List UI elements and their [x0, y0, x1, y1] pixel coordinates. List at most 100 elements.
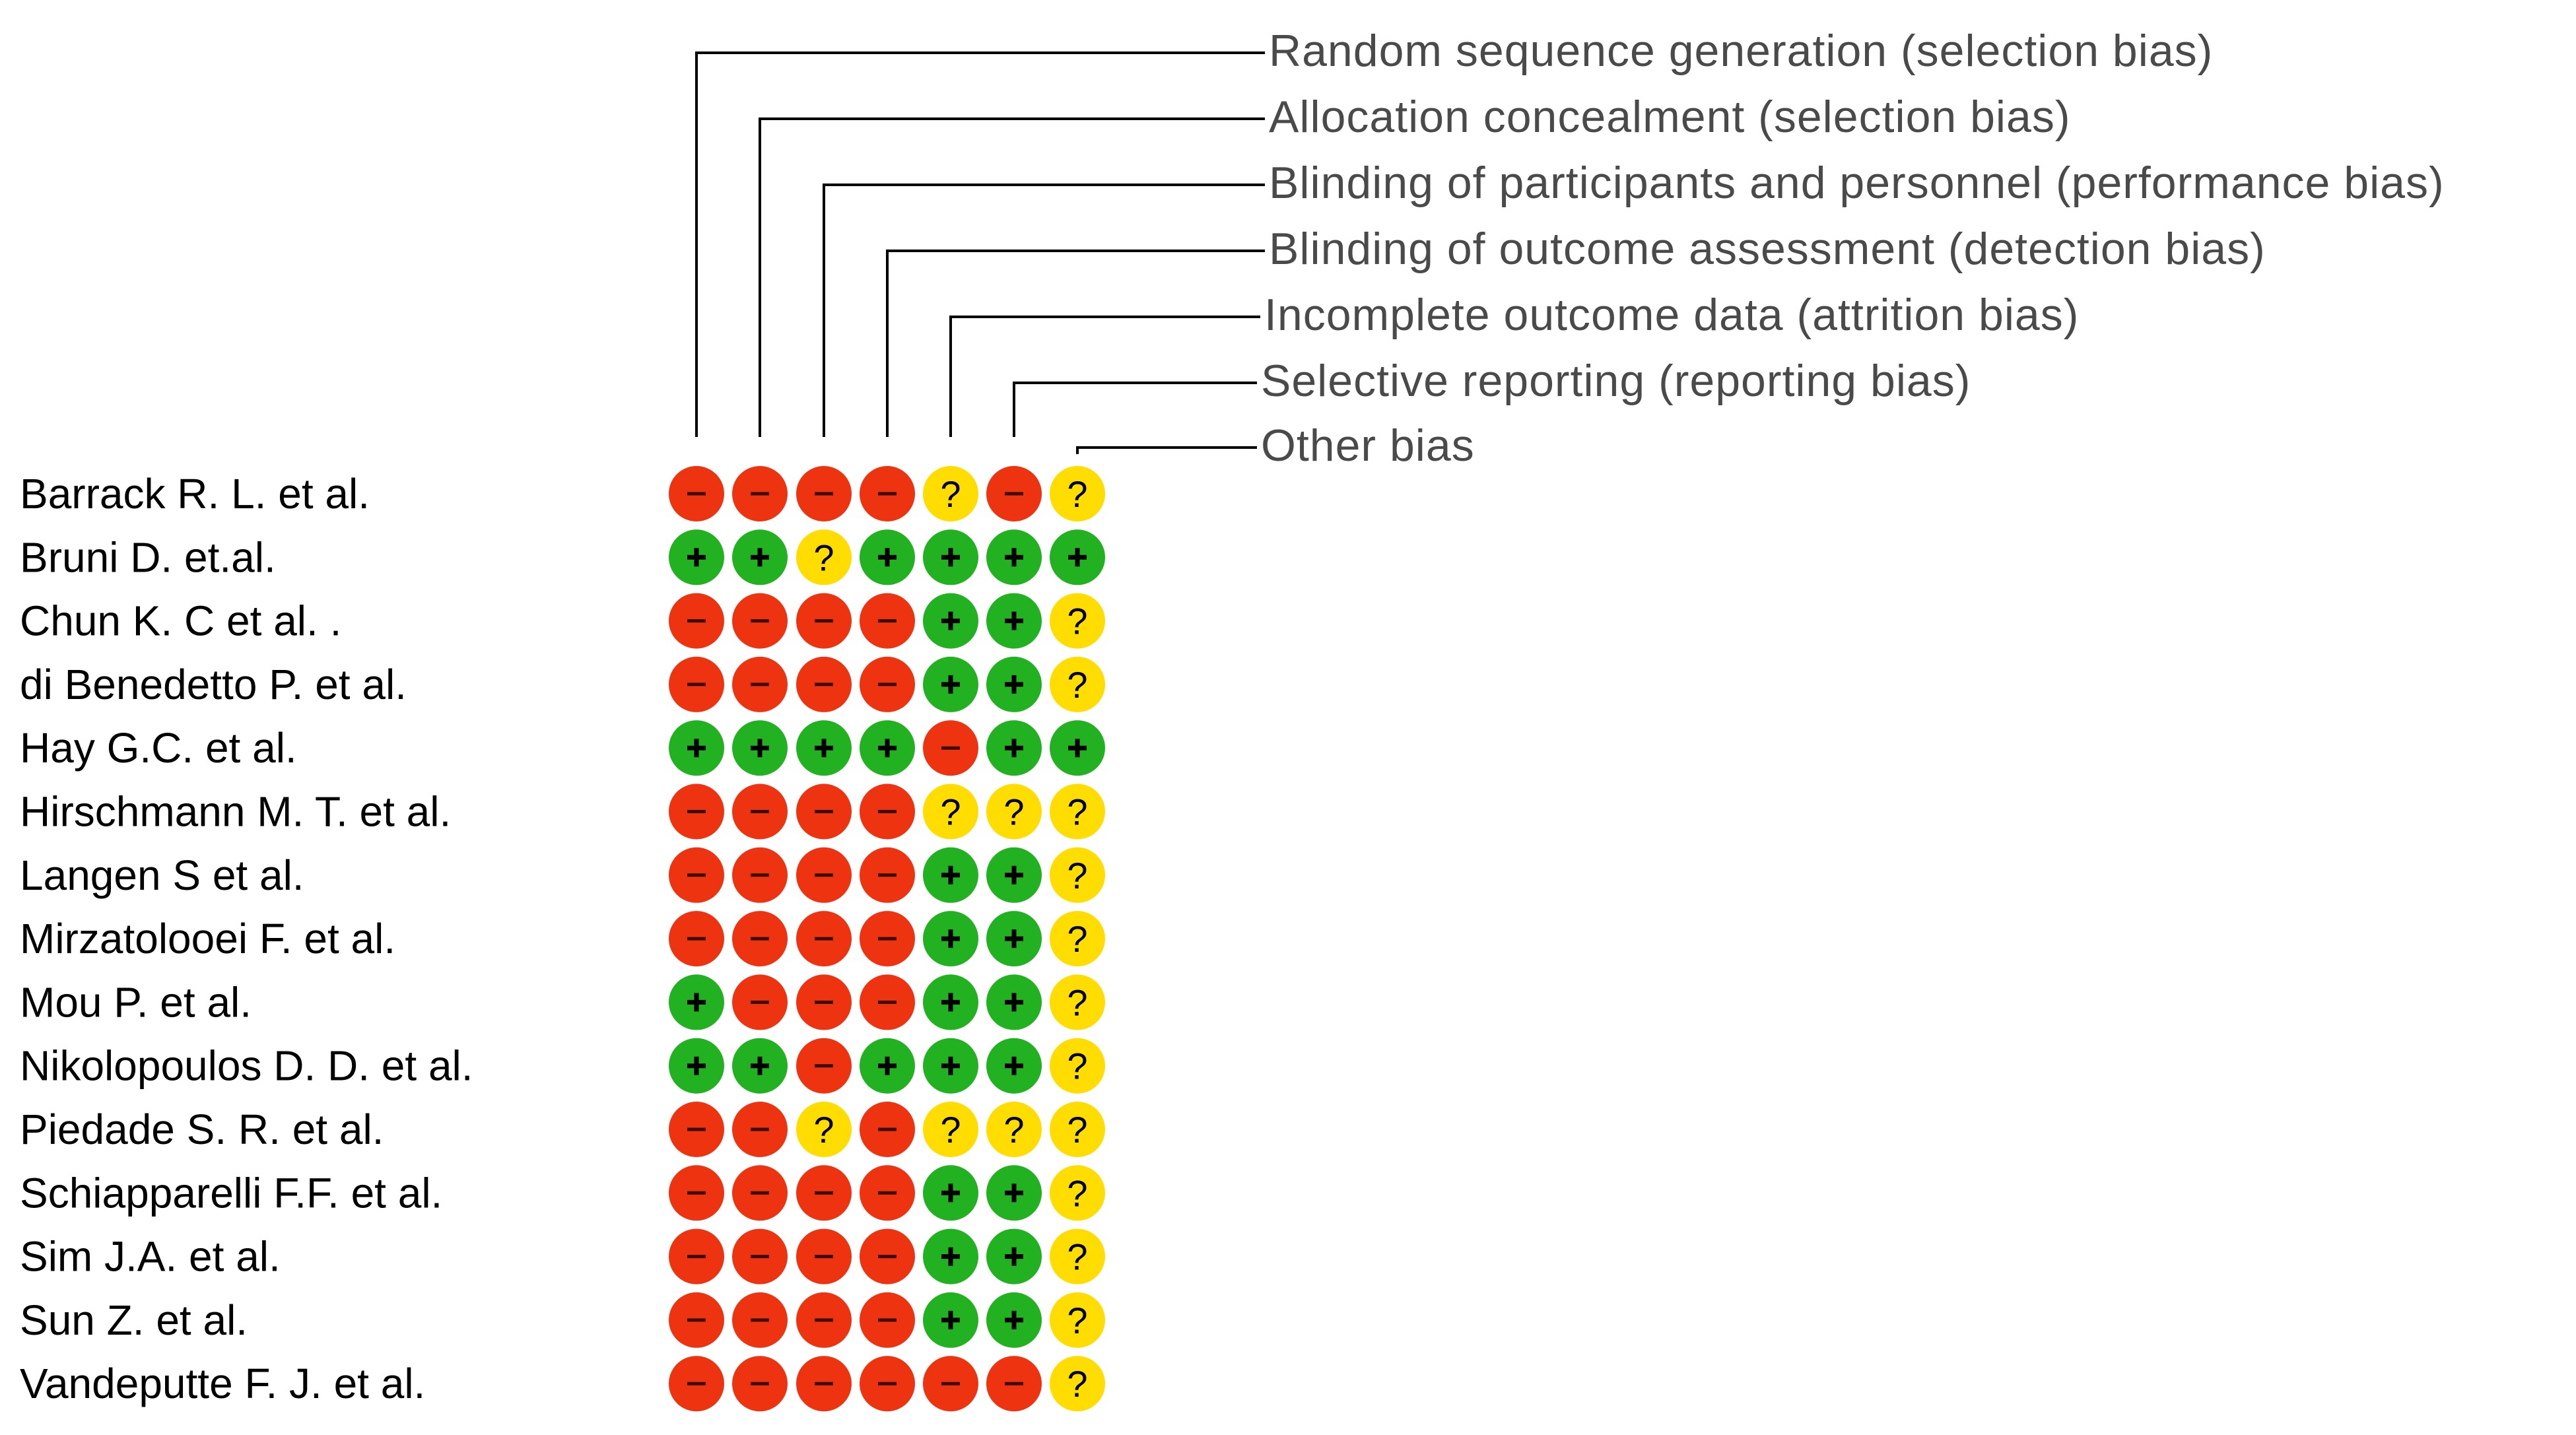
plus-symbol-13-5 [1005, 1310, 1023, 1329]
judgement-mark-0-6: ? [1048, 465, 1106, 523]
judgement-circle-11-6 [1048, 1164, 1106, 1222]
plus-symbol-1-6 [1068, 548, 1087, 567]
judgement-mark-5-4: ? [922, 782, 980, 841]
judgement-mark-13-1 [731, 1290, 789, 1349]
judgement-mark-14-1 [731, 1354, 789, 1413]
domain-label-2: Blinding of participants and personnel (… [1269, 158, 2445, 208]
judgement-mark-10-0 [667, 1100, 726, 1158]
domain-label-5: Selective reporting (reporting bias) [1261, 356, 1971, 406]
study-label-12: Sim J.A. et al. [20, 1233, 281, 1281]
plus-symbol-6-5 [1005, 865, 1023, 884]
judgement-mark-4-1 [731, 719, 789, 778]
judgement-circle-5-6 [1048, 782, 1106, 841]
judgement-mark-11-5 [985, 1164, 1043, 1222]
judgement-circle-9-6 [1048, 1036, 1106, 1095]
judgement-mark-3-3 [858, 655, 916, 714]
plus-symbol-4-2 [815, 739, 833, 758]
judgement-mark-8-3 [858, 973, 916, 1032]
judgement-circle-1-2 [795, 528, 853, 587]
question-symbol-6-6: ? [1067, 855, 1087, 896]
judgement-mark-2-5 [985, 591, 1043, 650]
judgement-mark-12-3 [858, 1227, 916, 1286]
judgement-mark-2-4 [922, 591, 980, 650]
judgement-mark-3-0 [667, 655, 726, 714]
judgement-circle-10-5 [985, 1100, 1043, 1158]
judgement-mark-8-0 [667, 973, 726, 1032]
judgement-mark-1-4 [922, 528, 980, 587]
judgement-mark-13-0 [667, 1290, 726, 1349]
plus-symbol-6-4 [941, 865, 960, 884]
leader-line-1 [759, 117, 1265, 437]
judgement-mark-14-5 [985, 1354, 1043, 1413]
judgement-mark-9-5 [985, 1036, 1043, 1095]
question-symbol-5-6: ? [1067, 791, 1087, 833]
leader-line-6 [1076, 446, 1257, 454]
judgement-mark-14-6: ? [1048, 1354, 1106, 1413]
question-symbol-14-6: ? [1067, 1363, 1087, 1405]
judgement-mark-9-3 [858, 1036, 916, 1095]
judgement-mark-7-1 [731, 910, 789, 968]
plus-symbol-2-5 [1005, 611, 1023, 630]
judgement-mark-4-6 [1048, 719, 1106, 778]
judgement-mark-10-1 [731, 1100, 789, 1158]
study-label-1: Bruni D. et.al. [20, 533, 276, 581]
judgement-mark-10-6: ? [1048, 1100, 1106, 1158]
study-label-6: Langen S et al. [20, 851, 304, 899]
judgement-mark-6-4 [922, 846, 980, 904]
judgement-mark-12-2 [795, 1227, 853, 1286]
plus-symbol-8-5 [1005, 993, 1023, 1012]
judgement-mark-14-2 [795, 1354, 853, 1413]
judgement-mark-0-3 [858, 465, 916, 523]
judgement-circle-2-6 [1048, 591, 1106, 650]
study-label-13: Sun Z. et al. [20, 1296, 248, 1344]
judgement-mark-1-3 [858, 528, 916, 587]
domain-label-3: Blinding of outcome assessment (detectio… [1269, 224, 2266, 274]
judgement-mark-13-6: ? [1048, 1290, 1106, 1349]
study-label-9: Nikolopoulos D. D. et al. [20, 1042, 473, 1090]
judgement-mark-3-5 [985, 655, 1043, 714]
plus-symbol-11-4 [941, 1184, 960, 1203]
judgement-mark-0-0 [667, 465, 726, 523]
leader-line-0 [695, 51, 1265, 437]
judgement-mark-7-6: ? [1048, 910, 1106, 968]
judgement-mark-6-3 [858, 846, 916, 904]
judgement-mark-1-1 [731, 528, 789, 587]
judgement-mark-11-1 [731, 1164, 789, 1222]
judgement-mark-5-3 [858, 782, 916, 841]
question-symbol-9-6: ? [1067, 1046, 1087, 1087]
study-label-11: Schiapparelli F.F. et al. [20, 1169, 442, 1217]
plus-symbol-13-4 [941, 1310, 960, 1329]
plus-symbol-9-3 [878, 1056, 897, 1075]
judgement-mark-5-1 [731, 782, 789, 841]
judgement-circle-10-2 [795, 1100, 853, 1158]
judgement-mark-7-2 [795, 910, 853, 968]
judgement-mark-4-3 [858, 719, 916, 778]
question-symbol-0-4: ? [940, 473, 961, 515]
judgement-mark-0-1 [731, 465, 789, 523]
judgement-mark-13-3 [858, 1290, 916, 1349]
judgement-mark-14-0 [667, 1354, 726, 1413]
judgement-circle-0-4 [922, 465, 980, 523]
judgement-mark-8-1 [731, 973, 789, 1032]
judgement-mark-0-5 [985, 465, 1043, 523]
judgement-mark-13-2 [795, 1290, 853, 1349]
judgement-mark-10-2: ? [795, 1100, 853, 1158]
domain-label-0: Random sequence generation (selection bi… [1269, 26, 2213, 76]
judgement-mark-5-6: ? [1048, 782, 1106, 841]
judgement-mark-11-4 [922, 1164, 980, 1222]
judgement-mark-9-4 [922, 1036, 980, 1095]
plus-symbol-12-5 [1005, 1247, 1023, 1266]
study-label-7: Mirzatolooei F. et al. [20, 915, 395, 962]
judgement-mark-0-2 [795, 465, 853, 523]
judgement-mark-1-6 [1048, 528, 1106, 587]
question-symbol-1-2: ? [813, 537, 834, 578]
judgement-circle-13-6 [1048, 1290, 1106, 1349]
plus-symbol-1-4 [941, 548, 960, 567]
judgement-mark-10-4: ? [922, 1100, 980, 1158]
plus-symbol-12-4 [941, 1247, 960, 1266]
plus-symbol-9-1 [751, 1056, 769, 1075]
judgement-circle-0-6 [1048, 465, 1106, 523]
plus-symbol-7-4 [941, 929, 960, 949]
domain-label-1: Allocation concealment (selection bias) [1269, 92, 2071, 142]
